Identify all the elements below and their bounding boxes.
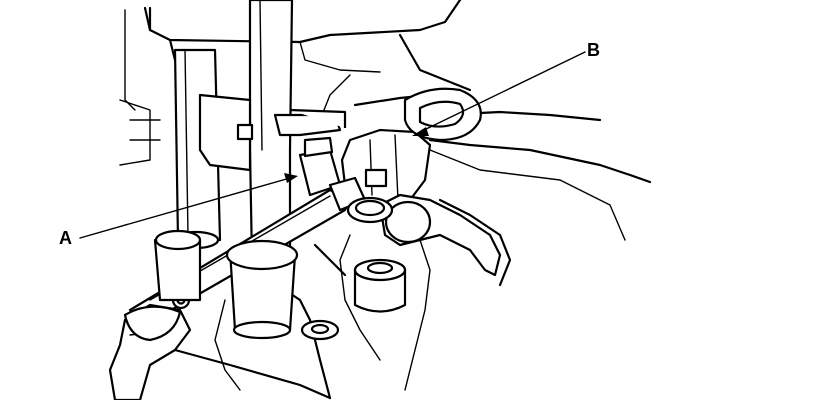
callout-a-leader [79,173,298,239]
callout-b-leader [412,51,586,136]
right-finger [378,149,626,277]
left-hand [108,303,192,400]
shaft-bracket [198,93,347,172]
round-bosses [153,196,407,341]
callout-label-b: B [587,40,600,60]
shift-fork [328,87,482,212]
callout-label-a: A [59,228,72,248]
